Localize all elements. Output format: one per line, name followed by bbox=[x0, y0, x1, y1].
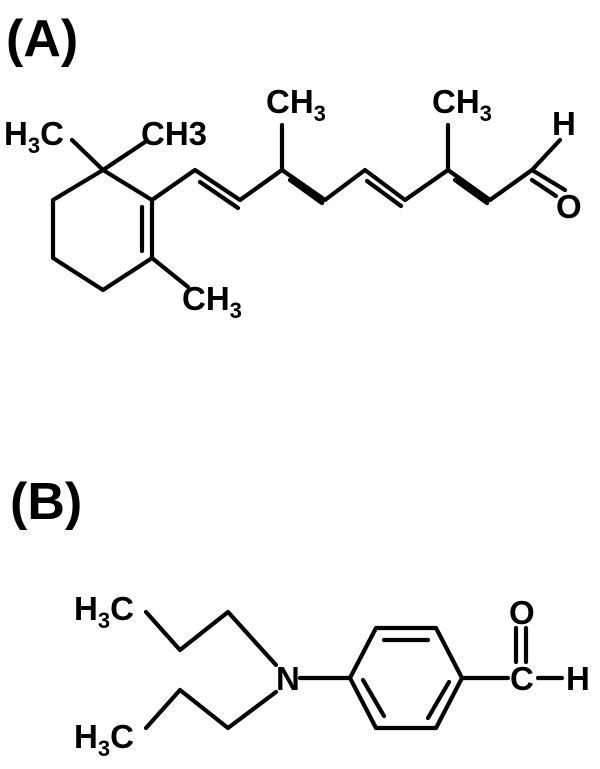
atom-h3c-bottom: H3C bbox=[74, 718, 134, 761]
panel-label-b: (B) bbox=[10, 473, 82, 531]
propyl-chain-upper bbox=[143, 609, 279, 668]
benzene-inner-bond-2 bbox=[425, 679, 452, 721]
atom-nitrogen: N bbox=[276, 660, 300, 697]
polyene-chain bbox=[149, 167, 568, 203]
atom-aldehyde-o: O bbox=[556, 188, 582, 225]
chain-double-bond-4 bbox=[452, 177, 490, 206]
atom-oxygen: O bbox=[509, 594, 535, 631]
atom-h3c-top: H3C bbox=[74, 590, 134, 633]
atom-hydrogen: H bbox=[566, 660, 590, 697]
structure-b-bonds bbox=[143, 609, 565, 731]
benzene-ring bbox=[347, 625, 465, 731]
structure-a: (A) H3C CH3 CH3 CH3 C bbox=[4, 10, 582, 323]
atom-h3c-gem: H3C bbox=[4, 115, 64, 158]
benzene-inner-bond-3 bbox=[360, 677, 387, 719]
atom-ch3-gem: CH3 bbox=[141, 115, 207, 152]
atom-ch3-top-1: CH3 bbox=[266, 83, 326, 126]
chain-double-bond-3 bbox=[364, 178, 404, 209]
atom-ch3-ring: CH3 bbox=[182, 280, 242, 323]
atom-aldehyde-h: H bbox=[552, 105, 576, 142]
structure-a-bonds bbox=[50, 122, 568, 293]
aldehyde-double-bond bbox=[529, 177, 559, 199]
bond-ring-methyl bbox=[149, 255, 191, 290]
ring-bonds bbox=[50, 167, 155, 293]
atom-ch3-top-2: CH3 bbox=[432, 83, 492, 126]
atom-carbon: C bbox=[510, 660, 534, 697]
structure-b: (B) H3C H3C N O C H bbox=[10, 473, 590, 761]
chain-double-bond-2 bbox=[287, 177, 325, 206]
bond-aldehyde-h bbox=[529, 137, 563, 173]
propyl-chain-lower bbox=[143, 687, 279, 731]
chain-double-bond-1 bbox=[197, 179, 241, 211]
bond-gem-methyl-left bbox=[69, 137, 106, 173]
bond-gem-methyl-right bbox=[100, 139, 148, 173]
panel-label-a: (A) bbox=[6, 10, 78, 68]
